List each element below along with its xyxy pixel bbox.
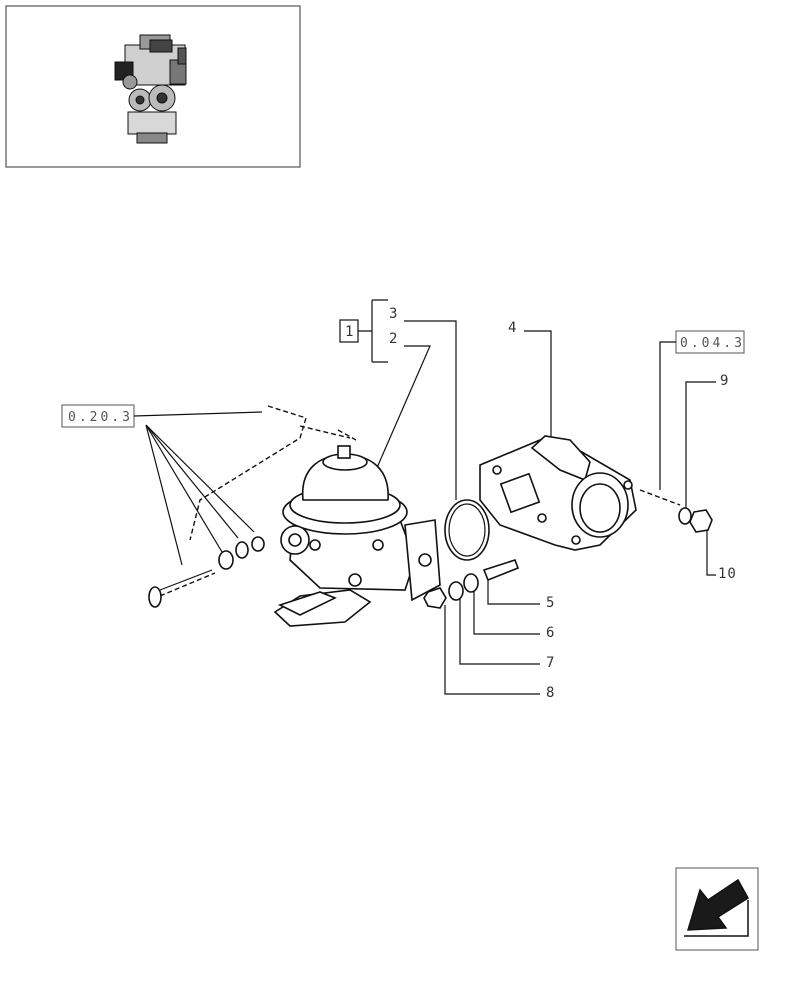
reference-box-0043[interactable]: 0.04.3 xyxy=(675,330,745,354)
back-navigation-button[interactable] xyxy=(675,867,759,951)
group-box-1[interactable]: 1 xyxy=(339,299,388,363)
leader-lines xyxy=(133,320,716,695)
callout-2: 2 xyxy=(389,331,398,347)
reference-box-0203[interactable]: 0.20.3 xyxy=(61,404,135,428)
nut-assembly-right xyxy=(678,507,713,533)
callout-4: 4 xyxy=(508,320,517,336)
stud-assembly xyxy=(423,559,520,609)
fuel-pump[interactable] xyxy=(273,429,441,627)
group-label-1: 1 xyxy=(345,324,354,340)
callout-5: 5 xyxy=(546,595,555,611)
adapter-flange[interactable] xyxy=(479,435,637,551)
callout-8: 8 xyxy=(546,685,555,701)
o-ring[interactable] xyxy=(444,499,490,561)
engine-thumbnail-icon xyxy=(114,34,187,144)
callout-7: 7 xyxy=(546,655,555,671)
reference-label-0043: 0.04.3 xyxy=(680,336,745,351)
callout-6: 6 xyxy=(546,625,555,641)
callout-10: 10 xyxy=(718,566,737,582)
dashed-assembly-lines xyxy=(159,405,681,597)
callout-9: 9 xyxy=(720,373,729,389)
engine-thumbnail[interactable] xyxy=(5,5,301,168)
reference-label-0203: 0.20.3 xyxy=(68,410,133,425)
callout-3: 3 xyxy=(389,306,398,322)
left-bolt-assembly xyxy=(148,536,265,608)
back-arrow-icon xyxy=(684,878,749,937)
